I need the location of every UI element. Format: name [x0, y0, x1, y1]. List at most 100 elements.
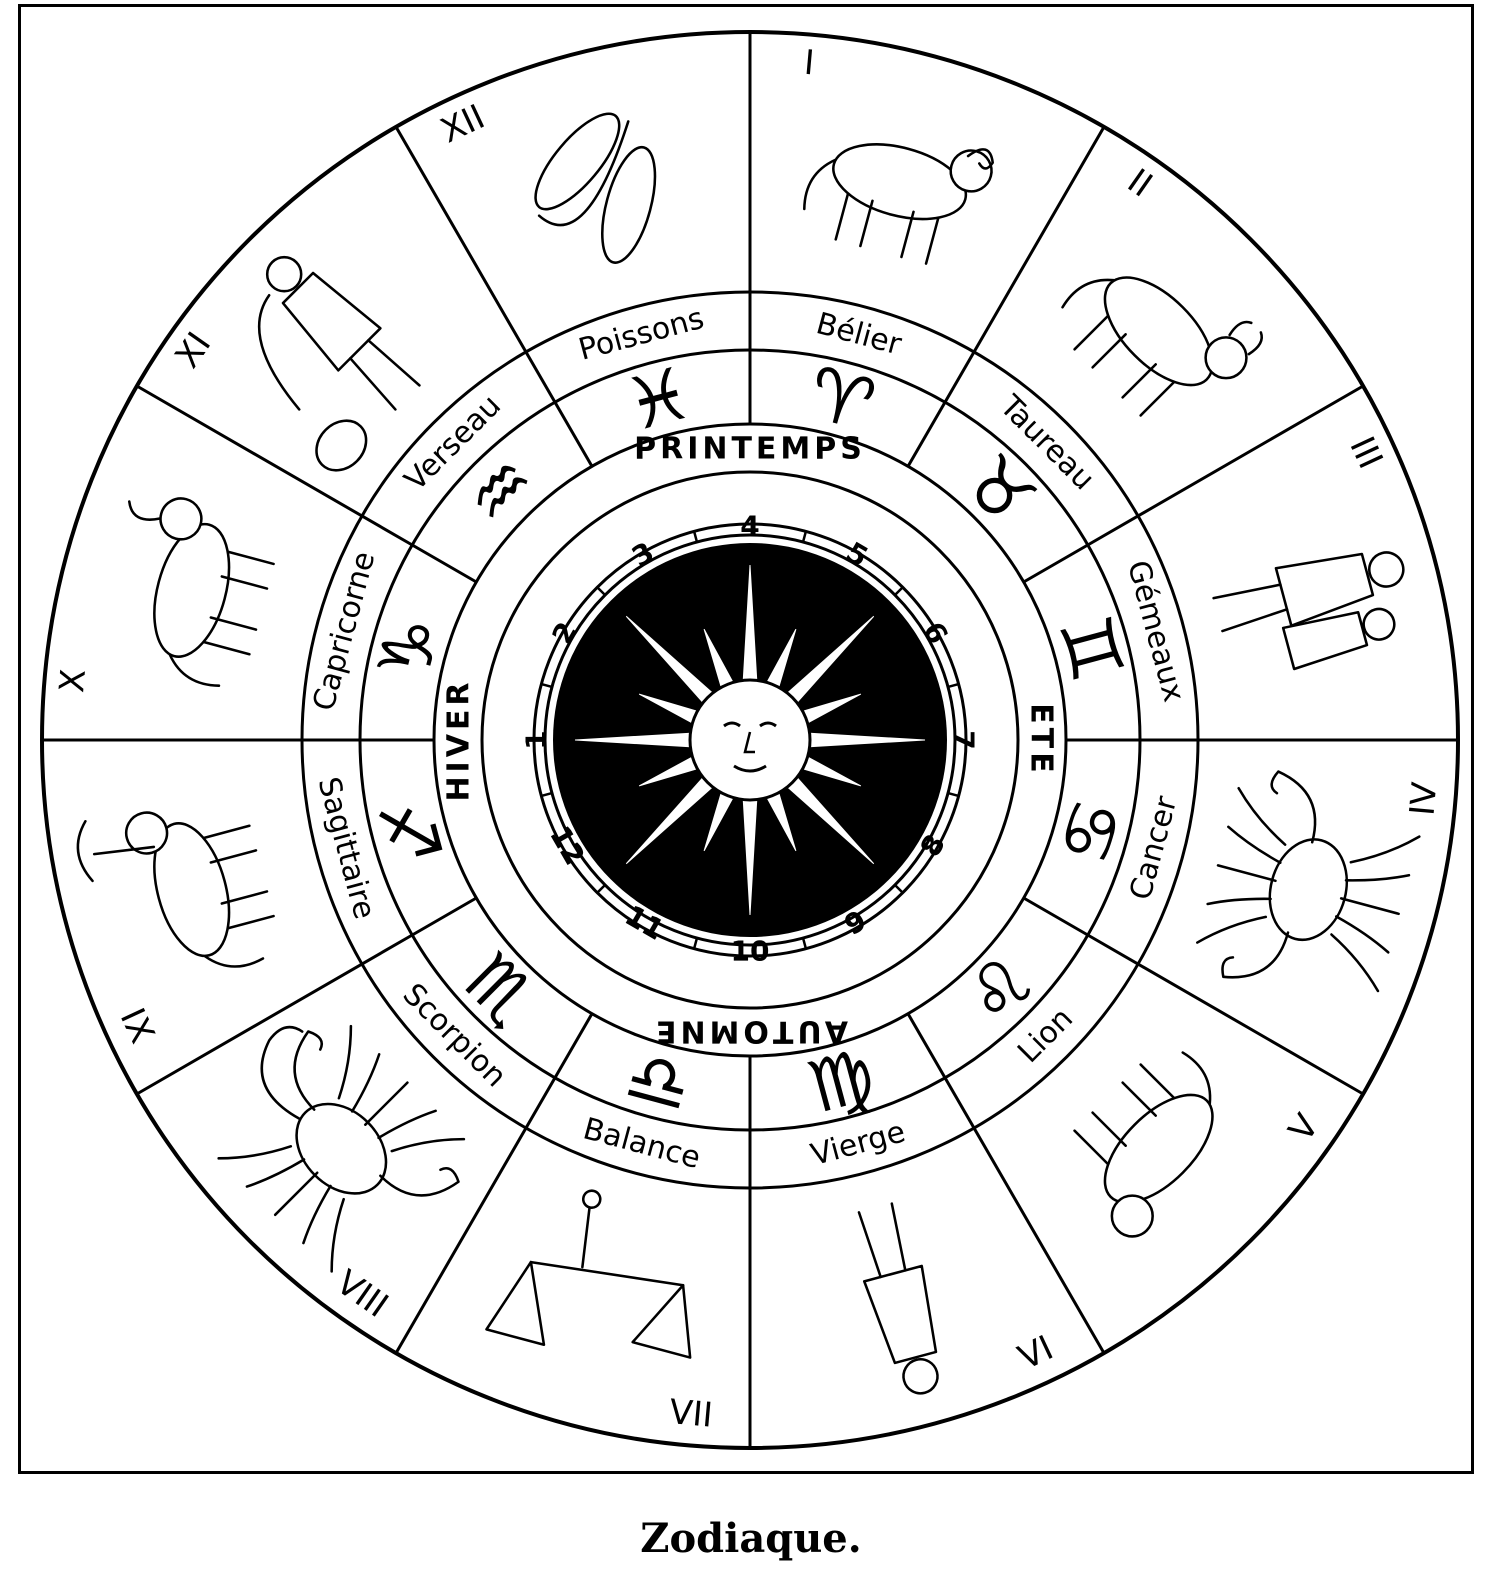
- water-bearer-torso: [281, 271, 382, 372]
- bull-horns: [1228, 320, 1263, 356]
- ram-body: [832, 143, 968, 221]
- centaur-tail: [203, 955, 265, 968]
- sun-mouth: [733, 764, 767, 773]
- month-divider: [947, 682, 959, 689]
- scorpion-leg: [377, 1109, 437, 1140]
- crab-shell: [1268, 838, 1349, 942]
- goat-leg: [209, 616, 258, 631]
- season-label: PRINTEMPS: [634, 432, 866, 467]
- bull-leg: [1091, 333, 1127, 369]
- ram-leg: [859, 199, 874, 248]
- crab-leg: [1227, 825, 1282, 865]
- picture-frame: [18, 4, 1474, 1474]
- glyph-divider: [553, 1012, 594, 1079]
- glyph-divider: [906, 1012, 947, 1079]
- sun-nose: [743, 731, 755, 754]
- sector-divider: [394, 1076, 557, 1354]
- sector-divider: [943, 126, 1106, 404]
- crab-claw: [1221, 931, 1290, 979]
- twins-head: [1368, 551, 1405, 588]
- glyph-divider: [1022, 896, 1089, 937]
- numeral-9: IX: [112, 1002, 162, 1049]
- lion-leg: [1091, 1111, 1127, 1147]
- crab-leg: [1344, 873, 1411, 882]
- goat-body: [153, 522, 231, 658]
- month-number: 7: [948, 730, 981, 749]
- month-divider: [596, 884, 606, 894]
- sign-glyph: ♋: [1042, 789, 1140, 873]
- bull-leg: [1139, 381, 1176, 417]
- crab-leg: [1206, 897, 1272, 906]
- sector-divider: [943, 1076, 1106, 1354]
- water-urn: [315, 419, 368, 472]
- scorpion-leg: [217, 1145, 293, 1160]
- crab-leg: [1330, 933, 1380, 993]
- month-number: 4: [740, 510, 759, 543]
- numeral-5: V: [1281, 1107, 1327, 1149]
- season-label: ETE: [1024, 703, 1059, 776]
- scale-ring: [581, 1189, 602, 1209]
- month-ring: [532, 522, 968, 958]
- water-bearer-leg: [349, 357, 397, 411]
- sector-divider: [1086, 933, 1364, 1096]
- twins-leg: [1221, 608, 1289, 633]
- figure-maiden: [857, 1202, 939, 1395]
- ram-tail: [803, 158, 837, 211]
- sign-name: Poissons: [575, 301, 708, 368]
- caption: Zodiaque.: [640, 1515, 862, 1562]
- sign-figures: [76, 112, 1421, 1395]
- scorpion-leg: [364, 1081, 409, 1126]
- numeral-10: X: [52, 667, 94, 694]
- month-number: 1: [520, 730, 553, 749]
- figure-bull: [1061, 276, 1263, 417]
- fish-line: [537, 120, 630, 227]
- scorpion-tail: [260, 1025, 304, 1120]
- sector-divider: [394, 126, 557, 404]
- centaur-leg: [220, 890, 269, 905]
- goat-horn: [127, 500, 162, 521]
- month-divider: [894, 586, 904, 596]
- ram-leg: [834, 192, 850, 241]
- maiden-head: [902, 1358, 939, 1395]
- numeral-7: VII: [668, 1392, 715, 1436]
- figure-goat: [127, 497, 275, 687]
- sector-divider: [136, 933, 414, 1096]
- goat-leg: [220, 575, 269, 590]
- scale-handle: [581, 1206, 591, 1269]
- numeral-3: III: [1341, 431, 1390, 475]
- numeral-2: II: [1120, 161, 1159, 205]
- scorpion-leg: [273, 1171, 319, 1217]
- numeral-6: VI: [1012, 1328, 1059, 1378]
- scale-pan: [485, 1260, 546, 1347]
- scorpion-leg: [330, 1197, 345, 1273]
- month-divider: [541, 682, 553, 689]
- numeral-4: IV: [1403, 781, 1446, 818]
- month-divider: [692, 937, 699, 949]
- lion-leg: [1121, 1081, 1157, 1117]
- sign-name: Balance: [579, 1111, 704, 1176]
- twins-torso: [1274, 552, 1375, 628]
- ring-5: [543, 533, 957, 947]
- sun-eyes: [723, 721, 777, 728]
- fish-body: [601, 145, 657, 264]
- sector-dividers: [42, 32, 1458, 1448]
- figure-fishes: [534, 112, 657, 264]
- month-divider: [541, 791, 553, 798]
- figure-lion: [1073, 1051, 1214, 1238]
- glyph-divider: [411, 543, 478, 584]
- bull-leg: [1121, 363, 1157, 399]
- maiden-torso: [862, 1264, 938, 1365]
- bull-head: [1204, 336, 1248, 380]
- lion-head: [1110, 1194, 1154, 1238]
- lion-leg: [1073, 1129, 1109, 1166]
- centaur-head: [124, 811, 169, 855]
- month-number: 10: [731, 935, 770, 968]
- scorpion-leg: [302, 1184, 332, 1245]
- scorpion-claw: [379, 1166, 460, 1197]
- scale-pan: [631, 1283, 692, 1359]
- figure-ram: [803, 143, 994, 265]
- centaur-body: [153, 822, 231, 958]
- goat-head: [159, 497, 203, 541]
- month-divider: [947, 791, 959, 798]
